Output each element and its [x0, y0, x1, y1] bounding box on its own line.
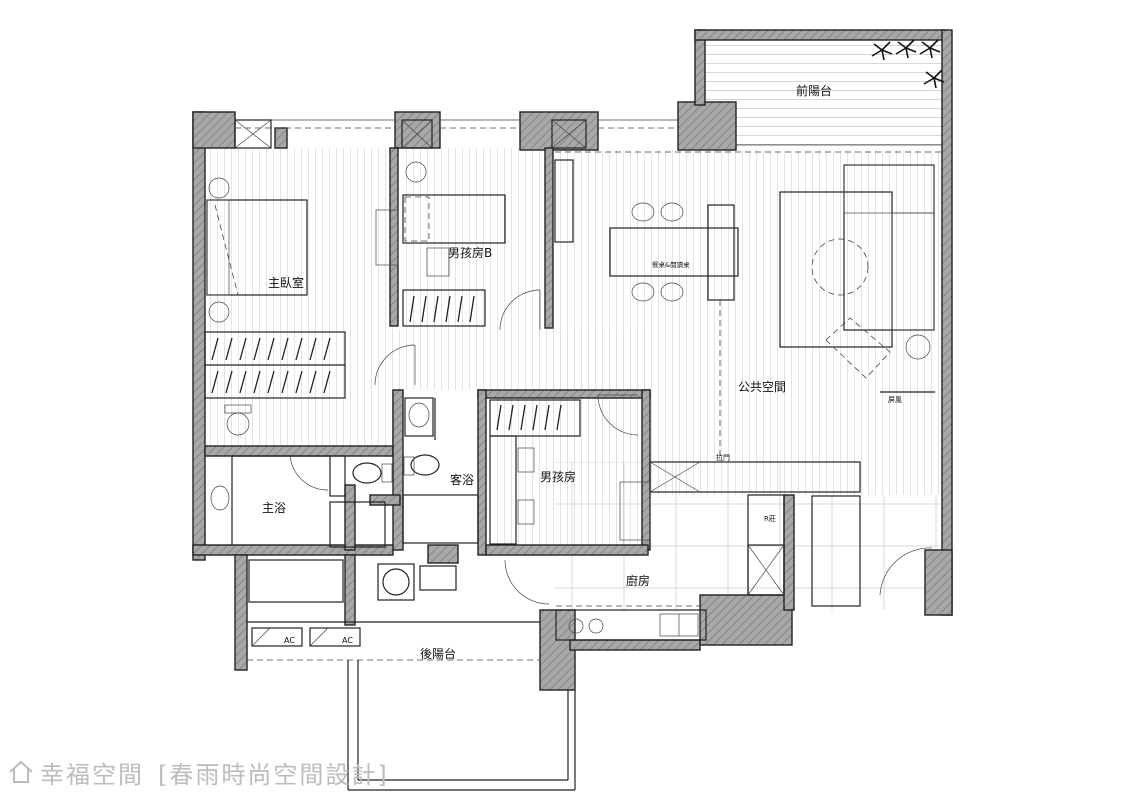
bathtub: [248, 559, 344, 603]
sink: [210, 485, 230, 511]
washer: [382, 568, 410, 596]
front-balcony-plants: [871, 39, 945, 89]
stove-burner: [588, 618, 604, 634]
master-bath-fixtures: [210, 455, 393, 603]
back-balcony: [247, 621, 576, 791]
sliding-door-annotation: 拉門: [716, 453, 730, 462]
wardrobe: [489, 399, 581, 437]
screen-annotation: 屏風: [888, 396, 902, 404]
laundry-sink: [419, 565, 457, 591]
fridge-annotation: R莊: [764, 514, 776, 523]
cabinet: [811, 495, 861, 607]
living-furniture: [719, 164, 935, 460]
kitchen-label: 廚房: [626, 573, 650, 588]
master-bedroom-furniture: [204, 177, 346, 436]
watermark-designer: [春雨時尚空間設計]: [158, 760, 389, 789]
nightstand-lamp: [208, 177, 230, 199]
front-balcony-label: 前陽台: [796, 83, 832, 98]
dining-furniture: [554, 159, 739, 302]
shower: [402, 494, 479, 544]
boy-room-b-furniture: [375, 161, 541, 331]
counter: [555, 609, 707, 641]
watermark: 幸福空間 [春雨時尚空間設計]: [8, 752, 389, 792]
coffee-table: [811, 238, 869, 296]
armchair: [825, 317, 891, 379]
master-bath-label: 主浴: [262, 501, 286, 515]
boy-room-furniture: [489, 399, 581, 545]
toilet: [410, 454, 440, 476]
back-balcony-label: 後陽台: [420, 646, 456, 661]
walls: [192, 29, 953, 691]
guest-bath-fixtures: [402, 397, 479, 544]
dining-area-label: 餐桌&閱讀桌: [652, 260, 690, 269]
bed: [402, 194, 506, 244]
ac-unit-label-2: AC: [342, 636, 353, 645]
boy-room-b-label: 男孩房B: [448, 245, 492, 260]
kitchen-fixtures: [377, 461, 861, 641]
wardrobe: [402, 289, 486, 327]
watermark-brand: 幸福空間: [40, 760, 144, 789]
desk: [489, 435, 517, 545]
ac-unit-label-1: AC: [284, 636, 295, 645]
nightstand-lamp: [208, 301, 230, 323]
doors: [289, 344, 933, 605]
stove-burner: [568, 618, 584, 634]
master-bedroom-label: 主臥室: [268, 275, 304, 290]
floor-textures: [205, 42, 943, 612]
public-space-label: 公共空間: [738, 380, 786, 394]
boy-room-label: 男孩房: [540, 469, 576, 484]
sink: [408, 402, 430, 428]
dining-table: [609, 227, 739, 277]
toilet: [352, 462, 382, 484]
windows: [234, 119, 942, 153]
guest-bath-label: 客浴: [450, 472, 474, 487]
house-logo-icon: [9, 760, 33, 783]
shower: [329, 501, 386, 548]
